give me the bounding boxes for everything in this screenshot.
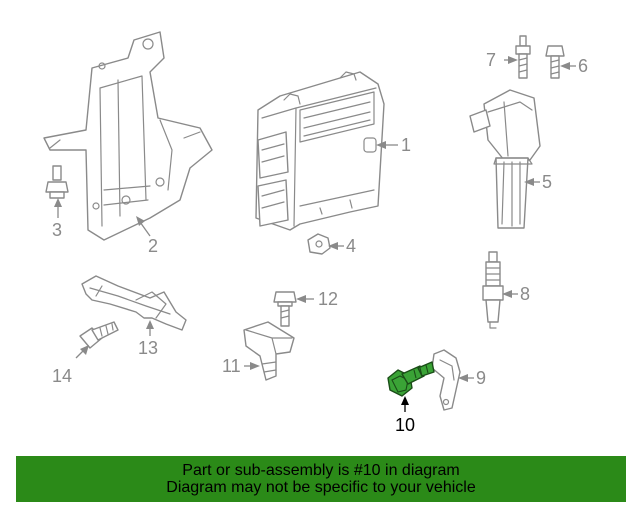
callout-4: 4 xyxy=(328,236,356,256)
svg-text:12: 12 xyxy=(318,289,338,309)
part-1-ecm[interactable] xyxy=(255,71,385,231)
callout-6: 6 xyxy=(560,56,588,76)
svg-text:4: 4 xyxy=(346,236,356,256)
part-12-bolt[interactable] xyxy=(273,291,297,327)
callout-1: 1 xyxy=(376,135,411,155)
svg-text:8: 8 xyxy=(520,284,530,304)
callout-12: 12 xyxy=(296,289,338,309)
callout-9: 9 xyxy=(458,368,486,388)
svg-text:13: 13 xyxy=(138,338,158,358)
svg-text:9: 9 xyxy=(476,368,486,388)
callout-10: 10 xyxy=(395,396,415,435)
svg-text:10: 10 xyxy=(395,415,415,435)
part-14-bolt[interactable] xyxy=(79,321,119,349)
svg-text:5: 5 xyxy=(542,172,552,192)
part-3-bolt[interactable] xyxy=(45,165,69,199)
part-6-bolt[interactable] xyxy=(545,45,565,79)
callout-5: 5 xyxy=(524,172,552,192)
callout-3: 3 xyxy=(52,198,62,240)
callout-11: 11 xyxy=(222,356,260,376)
banner-line-1: Part or sub-assembly is #10 in diagram xyxy=(182,462,460,479)
part-5-ignition-coil[interactable] xyxy=(469,89,541,229)
svg-text:2: 2 xyxy=(148,236,158,256)
svg-text:11: 11 xyxy=(222,356,241,376)
callout-13: 13 xyxy=(138,320,158,358)
part-4-nut[interactable] xyxy=(307,233,331,255)
svg-text:6: 6 xyxy=(578,56,588,76)
callout-8: 8 xyxy=(502,284,530,304)
part-8-spark-plug[interactable] xyxy=(482,251,504,329)
svg-text:14: 14 xyxy=(52,366,72,386)
part-2-bracket[interactable] xyxy=(43,31,213,241)
callout-2: 2 xyxy=(136,216,158,256)
callout-7: 7 xyxy=(486,50,518,70)
callout-14: 14 xyxy=(52,345,89,386)
banner-line-2: Diagram may not be specific to your vehi… xyxy=(166,479,476,496)
part-13-wire-bracket[interactable] xyxy=(81,275,187,331)
info-banner: Part or sub-assembly is #10 in diagram D… xyxy=(16,456,626,502)
part-11-sensor[interactable] xyxy=(243,321,295,381)
svg-text:3: 3 xyxy=(52,220,62,240)
parts-diagram: 1 2 3 4 5 6 7 8 9 10 xyxy=(43,31,588,435)
part-7-stud[interactable] xyxy=(515,35,531,79)
part-9-bracket[interactable] xyxy=(431,349,461,411)
part-10-bolt-highlighted[interactable] xyxy=(387,361,435,397)
svg-text:7: 7 xyxy=(486,50,496,70)
svg-text:1: 1 xyxy=(401,135,411,155)
